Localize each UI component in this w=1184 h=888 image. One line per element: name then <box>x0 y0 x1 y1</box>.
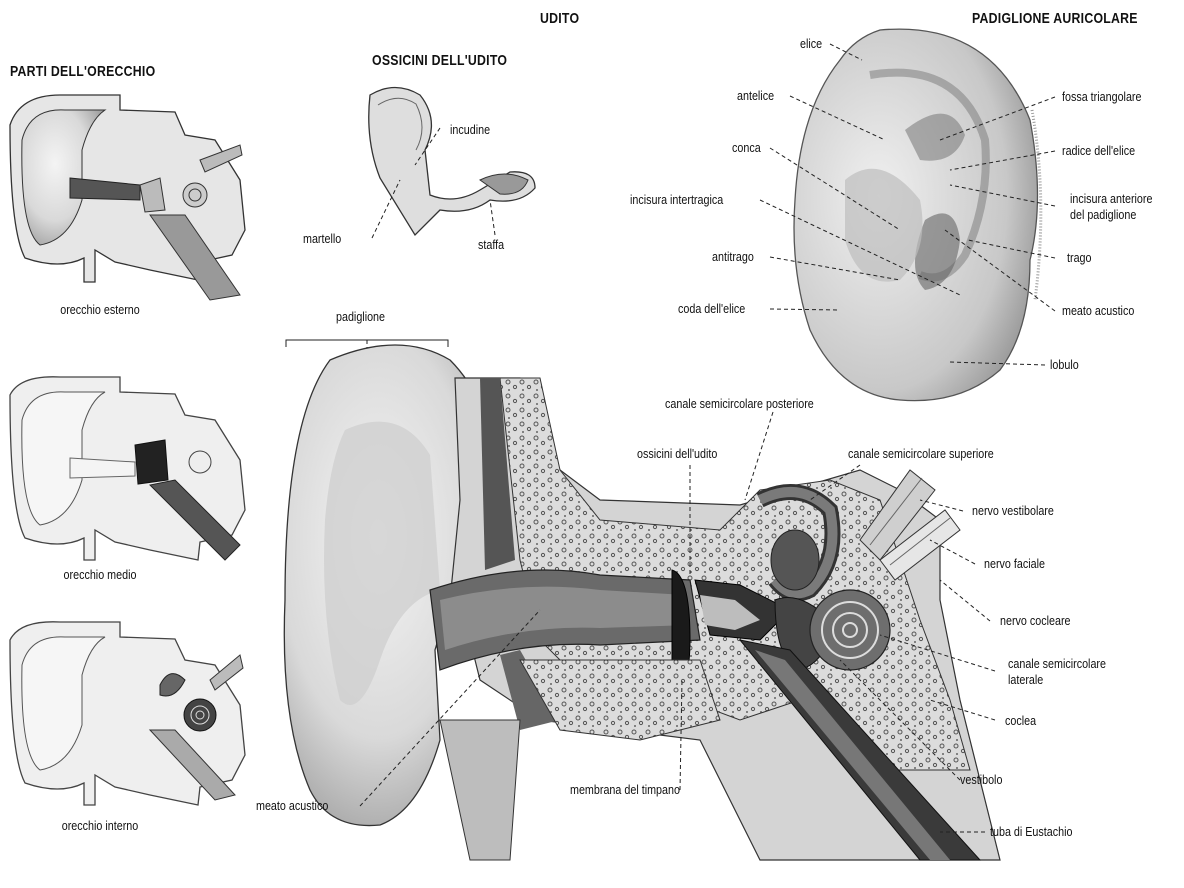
label-tragus: trago <box>1067 251 1092 265</box>
label-cochlea: coclea <box>1005 714 1036 728</box>
label-ossicles: ossicini dell'udito <box>637 447 717 461</box>
caption-middle-ear: orecchio medio <box>40 568 160 582</box>
label-superior-canal: canale semicircolare superiore <box>848 447 994 461</box>
thumb-outer-ear <box>10 95 245 300</box>
label-helix: elice <box>800 37 822 51</box>
label-vestibular-nerve: nervo vestibolare <box>972 504 1054 518</box>
label-cochlear-nerve: nervo cocleare <box>1000 614 1071 628</box>
caption-inner-ear: orecchio interno <box>40 819 160 833</box>
label-lobule: lobulo <box>1050 358 1079 372</box>
label-malleus: martello <box>303 232 341 246</box>
label-incus: incudine <box>450 123 490 137</box>
label-meatus: meato acustico <box>256 799 328 813</box>
label-concha: conca <box>732 141 761 155</box>
label-facial-nerve: nervo faciale <box>984 557 1045 571</box>
label-stapes: staffa <box>478 238 504 252</box>
label-acoustic-meatus: meato acustico <box>1062 304 1134 318</box>
auricle-illustration <box>794 29 1041 401</box>
caption-outer-ear: orecchio esterno <box>40 303 160 317</box>
ossicles-illustration <box>369 88 535 236</box>
label-helix-root: radice dell'elice <box>1062 144 1135 158</box>
section-auricle: PADIGLIONE AURICOLARE <box>972 10 1138 27</box>
section-ossicles: OSSICINI DELL'UDITO <box>372 52 507 69</box>
thumb-inner-ear <box>10 622 245 805</box>
label-lateral-canal-2: laterale <box>1008 673 1043 687</box>
label-anterior-notch-2: del padiglione <box>1070 208 1136 222</box>
thumb-middle-ear <box>10 377 245 560</box>
label-pinna: padiglione <box>336 310 385 324</box>
section-parts: PARTI DELL'ORECCHIO <box>10 63 155 80</box>
label-antihelix: antelice <box>737 89 774 103</box>
label-lateral-canal-1: canale semicircolare <box>1008 657 1106 671</box>
label-eustachian-tube: tuba di Eustachio <box>990 825 1072 839</box>
label-triangular-fossa: fossa triangolare <box>1062 90 1141 104</box>
label-anterior-notch-1: incisura anteriore <box>1070 192 1152 206</box>
label-posterior-canal: canale semicircolare posteriore <box>665 397 814 411</box>
label-helix-tail: coda dell'elice <box>678 302 745 316</box>
label-antitragus: antitrago <box>712 250 754 264</box>
label-vestibule: vestibolo <box>960 773 1002 787</box>
label-intertragic-notch: incisura intertragica <box>630 193 723 207</box>
page-title: UDITO <box>540 10 579 27</box>
label-eardrum: membrana del timpano <box>570 783 680 797</box>
